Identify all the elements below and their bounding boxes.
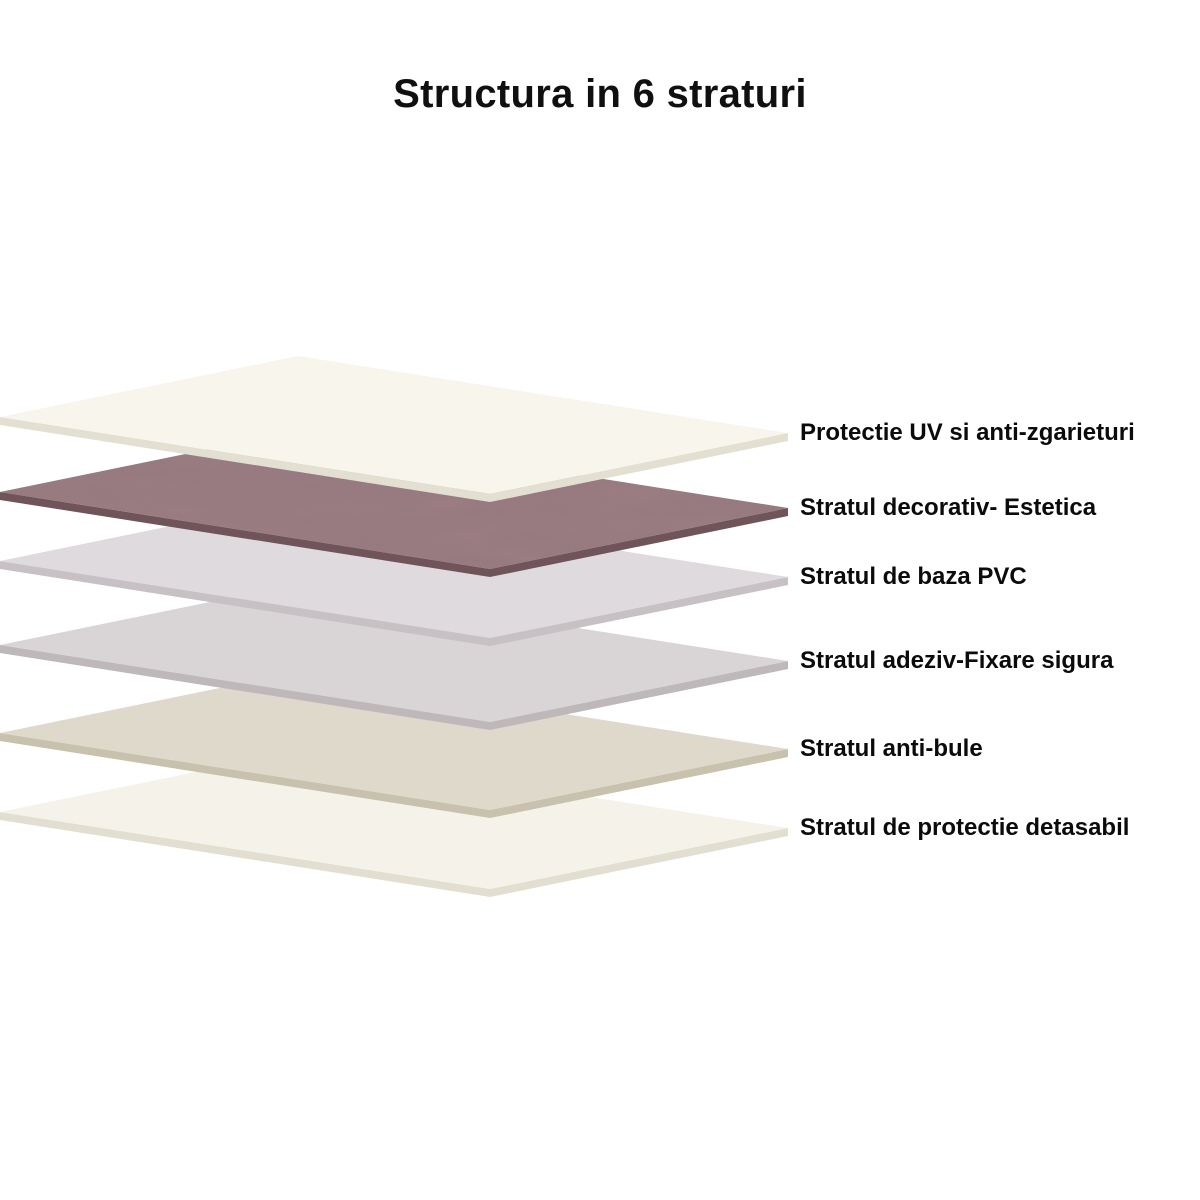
- layer-sheet-4: [0, 584, 788, 730]
- layer-label-1: Protectie UV si anti-zgarieturi: [800, 419, 1135, 446]
- layer-sheet-1: [0, 356, 788, 502]
- layer-face-6: [0, 751, 788, 889]
- layer-sheets: [0, 356, 788, 897]
- layer-texture-overlay: [0, 431, 788, 569]
- layer-label-6: Stratul de protectie detasabil: [800, 814, 1130, 841]
- layer-sheet-5: [0, 672, 788, 818]
- layer-face-5: [0, 672, 788, 810]
- layer-face-3: [0, 500, 788, 638]
- layer-face-4: [0, 584, 788, 722]
- layer-face-1: [0, 356, 788, 494]
- diagram-title: Structura in 6 straturi: [393, 72, 807, 116]
- layer-label-4: Stratul adeziv-Fixare sigura: [800, 647, 1114, 674]
- layer-label-3: Stratul de baza PVC: [800, 563, 1027, 590]
- layer-label-5: Stratul anti-bule: [800, 735, 983, 762]
- layer-sheet-3: [0, 500, 788, 646]
- layer-sheet-6: [0, 751, 788, 897]
- layer-label-2: Stratul decorativ- Estetica: [800, 494, 1097, 521]
- layer-sheet-2: [0, 431, 788, 577]
